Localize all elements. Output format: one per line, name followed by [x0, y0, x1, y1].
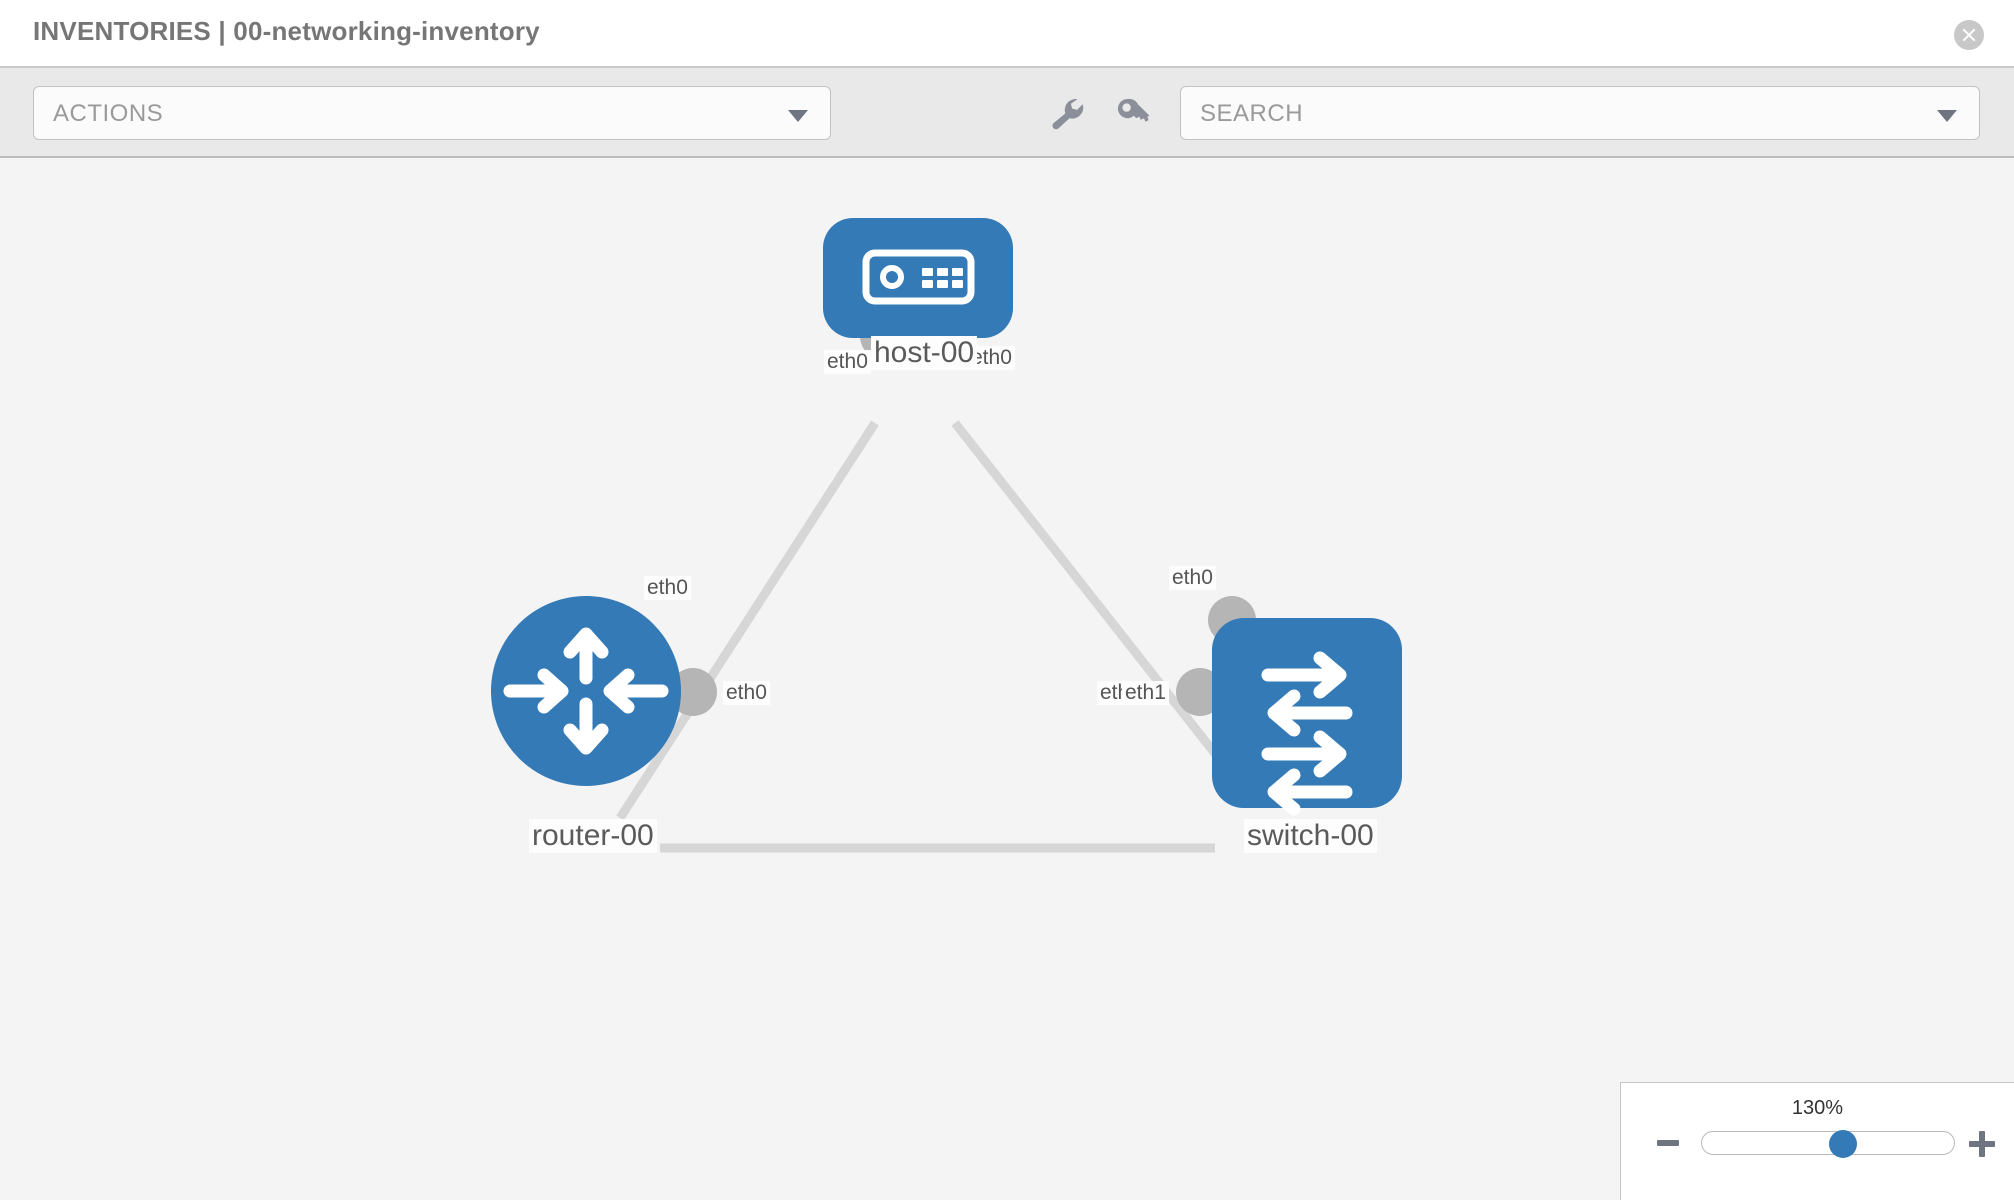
- link-host00-switch00[interactable]: [951, 420, 1254, 801]
- chevron-down-icon[interactable]: [1937, 110, 1957, 122]
- actions-dropdown[interactable]: ACTIONS: [33, 86, 831, 140]
- actions-dropdown-label: ACTIONS: [53, 100, 164, 127]
- iface-label-host00-eth0-left: eth0: [824, 350, 871, 375]
- topology-ports: [669, 312, 1256, 716]
- search-placeholder: SEARCH: [1200, 100, 1304, 127]
- topology-graph: [491, 218, 1402, 853]
- iface-label-switch00-eth1: eth1: [1122, 681, 1169, 706]
- node-label-router-00: router-00: [529, 819, 657, 853]
- key-icon[interactable]: [1114, 96, 1154, 132]
- port-router00-eth0[interactable]: [669, 668, 717, 716]
- toolbar: ACTIONS SEARCH: [0, 68, 2014, 158]
- zoom-slider-thumb[interactable]: [1829, 1130, 1857, 1158]
- topology-canvas[interactable]: eth0 eth0 eth0 eth0 eth0 eth0 eth1 host-…: [0, 158, 2014, 1200]
- node-label-host-00: host-00: [871, 336, 978, 370]
- node-switch-00[interactable]: [1212, 618, 1402, 816]
- link-host00-router00[interactable]: [616, 420, 879, 821]
- topology-links: [616, 420, 1254, 853]
- node-router-00[interactable]: [491, 596, 681, 786]
- close-icon[interactable]: [1954, 20, 1984, 50]
- zoom-control: 130%: [1620, 1082, 2014, 1200]
- iface-label-router00-eth0-up: eth0: [644, 576, 691, 601]
- iface-label-switch00-eth0: eth0: [1169, 566, 1216, 591]
- iface-label-router00-eth0: eth0: [723, 681, 770, 706]
- plus-icon[interactable]: [1969, 1131, 1995, 1157]
- zoom-percent-label: 130%: [1791, 1097, 1844, 1119]
- minus-icon[interactable]: [1657, 1140, 1679, 1146]
- node-label-switch-00: switch-00: [1244, 819, 1377, 853]
- zoom-slider-track[interactable]: [1701, 1131, 1955, 1155]
- wrench-icon[interactable]: [1047, 96, 1087, 132]
- chevron-down-icon: [788, 110, 808, 122]
- page-title: INVENTORIES | 00-networking-inventory: [33, 16, 540, 46]
- node-host-00[interactable]: [823, 218, 1013, 338]
- search-input[interactable]: SEARCH: [1180, 86, 1980, 140]
- page-header: INVENTORIES | 00-networking-inventory: [0, 0, 2014, 68]
